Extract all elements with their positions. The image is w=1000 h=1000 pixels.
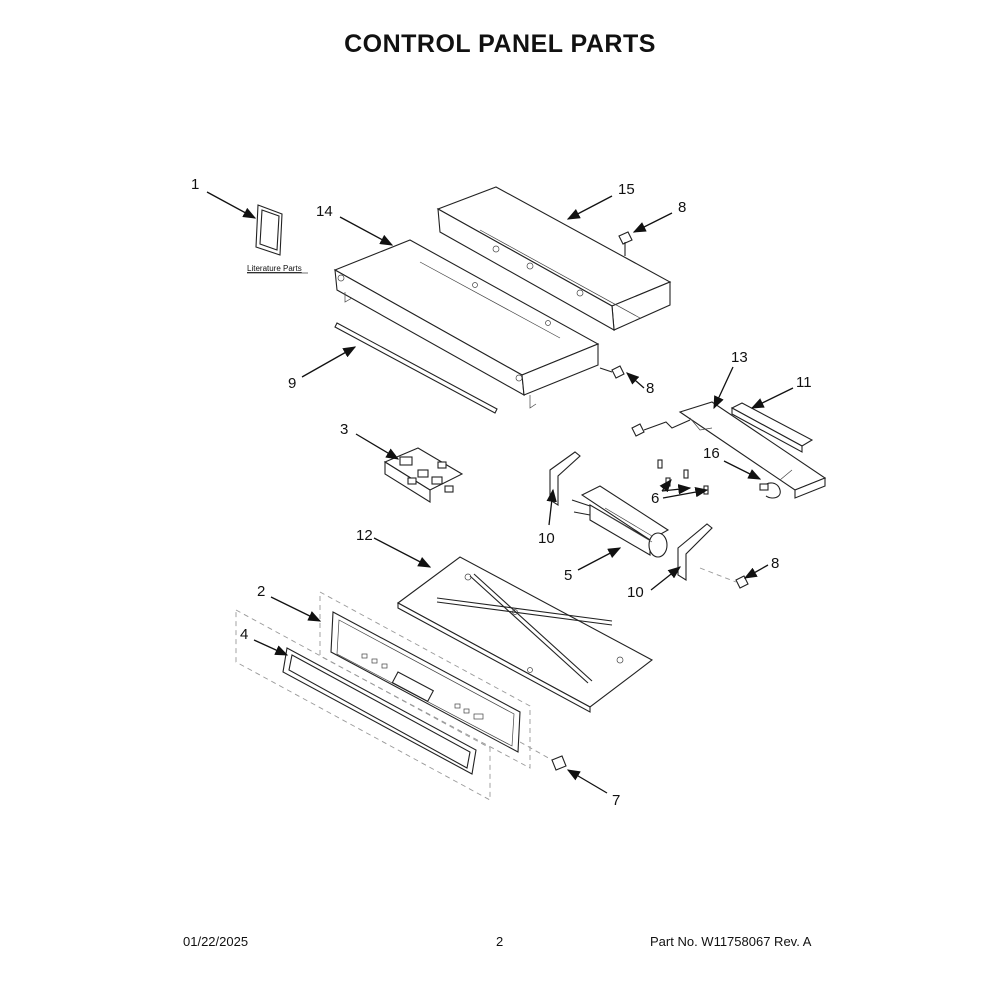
page-title: CONTROL PANEL PARTS bbox=[344, 30, 656, 58]
part-5-blower-fan bbox=[571, 485, 670, 558]
part-7-screw bbox=[519, 741, 567, 771]
callout-5: 5 bbox=[564, 567, 572, 584]
callout-13: 13 bbox=[731, 349, 748, 366]
footer-part-number: Part No. W11758067 Rev. A bbox=[650, 934, 812, 949]
callout-16: 16 bbox=[703, 445, 720, 462]
callout-6: 6 bbox=[651, 490, 659, 507]
callout-14: 14 bbox=[316, 203, 333, 220]
callout-1: 1 bbox=[191, 176, 199, 193]
part-8-screw-top bbox=[618, 231, 633, 256]
part-8-screw-mid bbox=[599, 365, 625, 379]
callout-7: 7 bbox=[612, 792, 620, 809]
part-2-control-panel-fascia bbox=[319, 591, 531, 769]
callout-4: 4 bbox=[240, 626, 248, 643]
part-13-bracket bbox=[678, 401, 827, 499]
literature-parts-label: Literature Parts bbox=[247, 264, 302, 273]
callout-3: 3 bbox=[340, 421, 348, 438]
callout-15: 15 bbox=[618, 181, 635, 198]
part-16-wire-connector bbox=[759, 482, 781, 499]
bracket-wire bbox=[631, 419, 691, 437]
part-8-screw-lower bbox=[699, 567, 749, 589]
callout-arrows bbox=[206, 191, 794, 794]
part-4-panel-trim bbox=[235, 609, 491, 801]
callout-10-left: 10 bbox=[538, 530, 555, 547]
part-14-control-housing bbox=[333, 239, 600, 409]
callout-10-right: 10 bbox=[627, 584, 644, 601]
footer-page-number: 2 bbox=[496, 934, 504, 949]
part-12-mounting-plate bbox=[396, 556, 654, 713]
callout-8-mid: 8 bbox=[646, 380, 654, 397]
part-3-control-board bbox=[383, 447, 464, 503]
callout-8-top: 8 bbox=[678, 199, 686, 216]
callout-9: 9 bbox=[288, 375, 296, 392]
callout-11: 11 bbox=[796, 374, 812, 391]
part-10-bracket-left bbox=[549, 451, 581, 506]
part-11-strip bbox=[730, 402, 814, 453]
footer-date: 01/22/2025 bbox=[183, 934, 249, 949]
callout-2: 2 bbox=[257, 583, 265, 600]
callout-12: 12 bbox=[356, 527, 373, 544]
callout-8-lower: 8 bbox=[771, 555, 779, 572]
part-15-top-cover bbox=[436, 186, 672, 331]
part-10-bracket-right bbox=[677, 523, 713, 581]
part-9-trim-strip bbox=[334, 322, 498, 414]
literature-parts-booklet: Literature Parts bbox=[247, 204, 308, 274]
